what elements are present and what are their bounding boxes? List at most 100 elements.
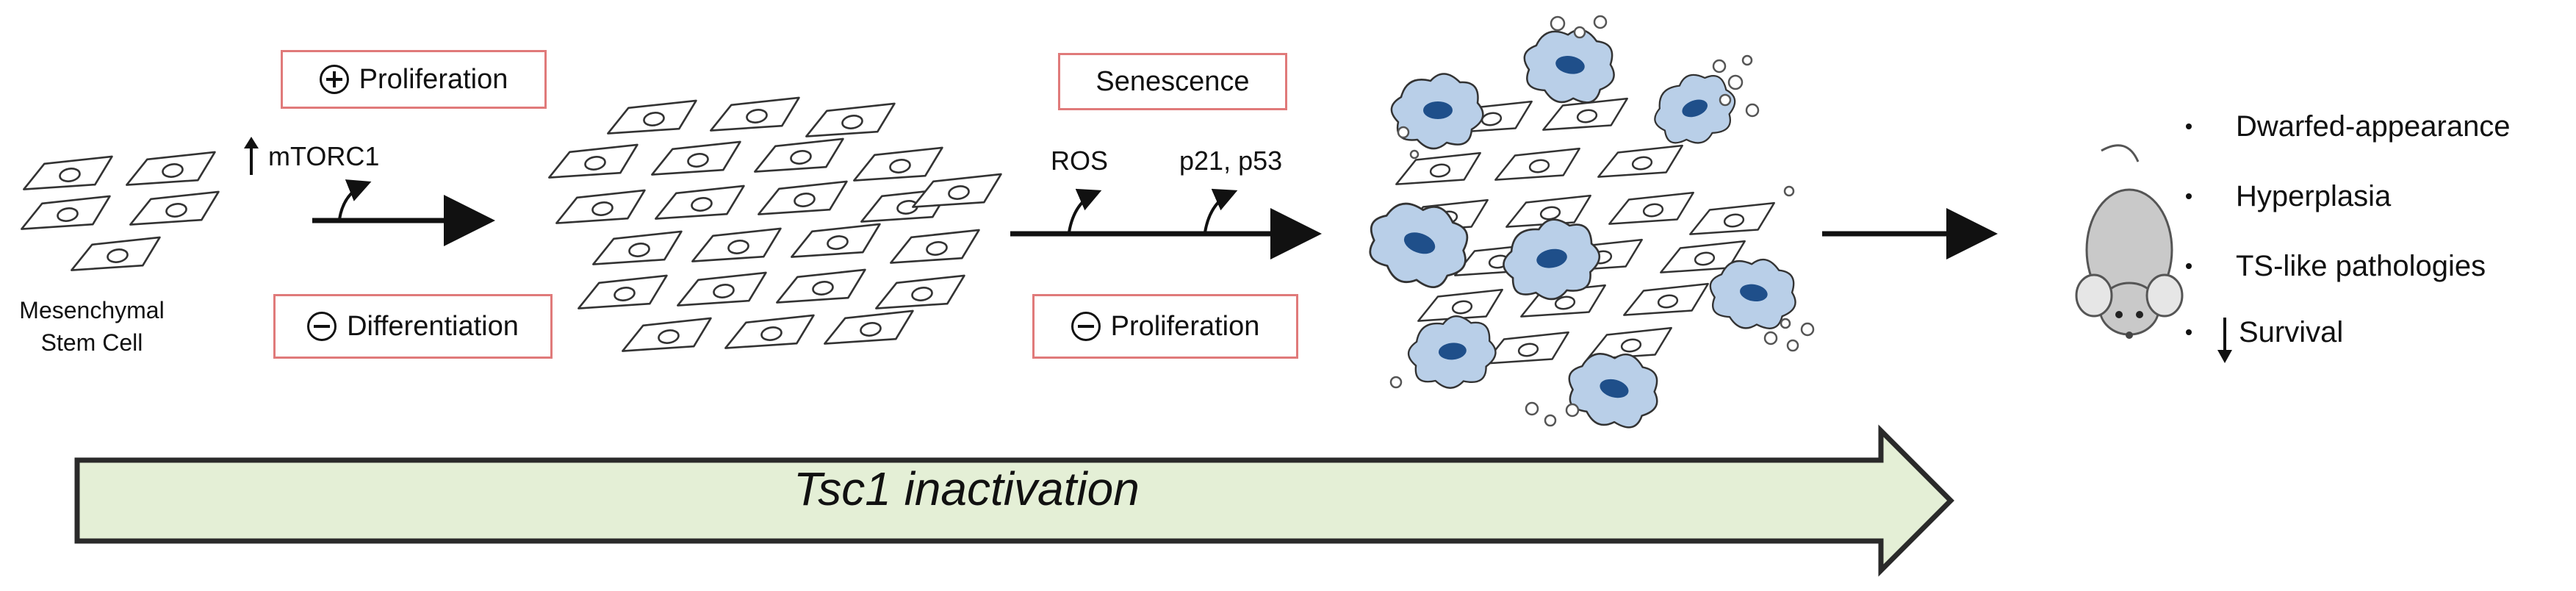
branch-arrow-ros xyxy=(1068,188,1102,233)
senescent-cell xyxy=(1654,74,1736,144)
vesicle-dot xyxy=(1593,15,1608,29)
spindle-cell xyxy=(1542,97,1628,131)
box-differentiation-down: Differentiation xyxy=(273,294,553,359)
down-arrow-icon xyxy=(2217,318,2232,363)
spindle-cell xyxy=(1494,147,1580,181)
plus-circle-icon xyxy=(319,65,349,94)
vesicle-dot xyxy=(1544,414,1557,427)
spindle-cell xyxy=(724,314,815,349)
stem-cell-label-line2: Stem Cell xyxy=(40,329,143,356)
vesicle-dot xyxy=(1397,126,1410,139)
spindle-cell xyxy=(23,155,113,190)
spindle-cell xyxy=(853,146,943,182)
spindle-cell xyxy=(607,99,697,135)
vesicle-dot xyxy=(1763,331,1778,345)
timeline-label: Tsc1 inactivation xyxy=(794,462,1140,515)
spindle-cell xyxy=(1395,151,1481,185)
branch-arrow-mtorc1 xyxy=(338,179,372,220)
spindle-cell xyxy=(805,102,896,137)
bullet-dot xyxy=(2186,263,2192,269)
spindle-cell xyxy=(912,173,1002,208)
vesicle-dot xyxy=(1741,54,1753,66)
vesicle-dot xyxy=(1525,401,1539,416)
vesicle-dot xyxy=(1745,103,1760,118)
senescent-cell xyxy=(1407,315,1497,389)
spindle-cell xyxy=(1689,201,1775,235)
box-senescence-label: Senescence xyxy=(1095,65,1250,97)
spindle-cell xyxy=(754,137,844,173)
vesicle-dot xyxy=(1550,15,1566,32)
spindle-cell xyxy=(592,230,683,265)
proliferated-cell-group xyxy=(548,96,1002,352)
box-senescence: Senescence xyxy=(1058,53,1287,110)
senescent-cell xyxy=(1568,353,1658,429)
spindle-cell xyxy=(875,274,965,309)
senescent-cell xyxy=(1503,218,1601,301)
outcome-item-text: Dwarfed-appearance xyxy=(2236,110,2511,143)
box-proliferation-up-label: Proliferation xyxy=(359,63,508,95)
spindle-cell xyxy=(655,185,745,220)
box-differentiation-down-label: Differentiation xyxy=(347,310,519,342)
spindle-cell xyxy=(1623,282,1709,316)
outcome-item-text: TS-like pathologies xyxy=(2236,250,2486,282)
vesicle-dot xyxy=(1409,149,1420,160)
vesicle-dot xyxy=(1786,339,1799,352)
mouse-icon xyxy=(2075,144,2184,339)
spindle-cell xyxy=(824,309,914,345)
outcome-item-text: Hyperplasia xyxy=(2236,180,2392,212)
bullet-dot xyxy=(2186,123,2192,129)
spindle-cell xyxy=(71,236,161,271)
senescent-cell xyxy=(1390,73,1484,150)
vesicle-dot xyxy=(1783,185,1795,197)
spindle-cell xyxy=(126,151,216,186)
spindle-cell xyxy=(129,190,220,226)
vesicle-dot xyxy=(1800,322,1815,337)
box-proliferation-down: Proliferation xyxy=(1032,294,1298,359)
spindle-cell xyxy=(555,189,646,224)
spindle-cell xyxy=(548,143,638,179)
branch-arrow-p21 xyxy=(1204,188,1238,233)
vesicle-dot xyxy=(1565,403,1580,418)
spindle-cell xyxy=(578,274,668,309)
spindle-cell xyxy=(710,96,800,132)
vesicle-dot xyxy=(1719,93,1732,107)
spindle-cell xyxy=(1597,144,1683,178)
vesicle-dot xyxy=(1389,376,1403,389)
mtorc1-label: mTORC1 xyxy=(268,141,380,171)
spindle-cell xyxy=(1608,191,1694,225)
p21-p53-label: p21, p53 xyxy=(1179,146,1283,176)
senescent-cell xyxy=(1709,258,1796,329)
spindle-cell xyxy=(1586,326,1672,360)
box-proliferation-down-label: Proliferation xyxy=(1110,310,1260,342)
stem-cell-label-line1: Mesenchymal xyxy=(19,297,165,323)
spindle-cell xyxy=(21,195,111,230)
stem-cell-group xyxy=(21,151,220,271)
spindle-cell xyxy=(791,223,881,258)
bullet-dot xyxy=(2186,329,2192,335)
stem-cell-label: Mesenchymal Stem Cell xyxy=(7,294,176,359)
spindle-cell xyxy=(758,180,848,215)
ros-label: ROS xyxy=(1051,146,1109,176)
spindle-cell xyxy=(651,140,741,176)
spindle-cell xyxy=(691,227,782,262)
spindle-cell xyxy=(677,271,767,307)
timeline-arrow xyxy=(74,424,1954,577)
vesicle-dot xyxy=(1712,59,1727,74)
spindle-cell xyxy=(776,268,866,304)
vesicle-dot xyxy=(1780,318,1791,329)
senescent-cell-group xyxy=(1369,15,1815,429)
minus-circle-icon xyxy=(1071,312,1101,341)
vesicle-dot xyxy=(1573,26,1586,39)
senescent-cell xyxy=(1523,29,1615,104)
senescent-cell xyxy=(1369,202,1469,288)
spindle-cell xyxy=(1483,331,1569,365)
up-arrow-icon xyxy=(244,137,259,175)
spindle-cell xyxy=(890,229,980,264)
outcome-item-text: Survival xyxy=(2239,316,2344,348)
vesicle-dot xyxy=(1727,74,1744,90)
spindle-cell xyxy=(622,317,712,352)
box-proliferation-up: Proliferation xyxy=(281,50,547,109)
minus-circle-icon xyxy=(307,312,337,341)
